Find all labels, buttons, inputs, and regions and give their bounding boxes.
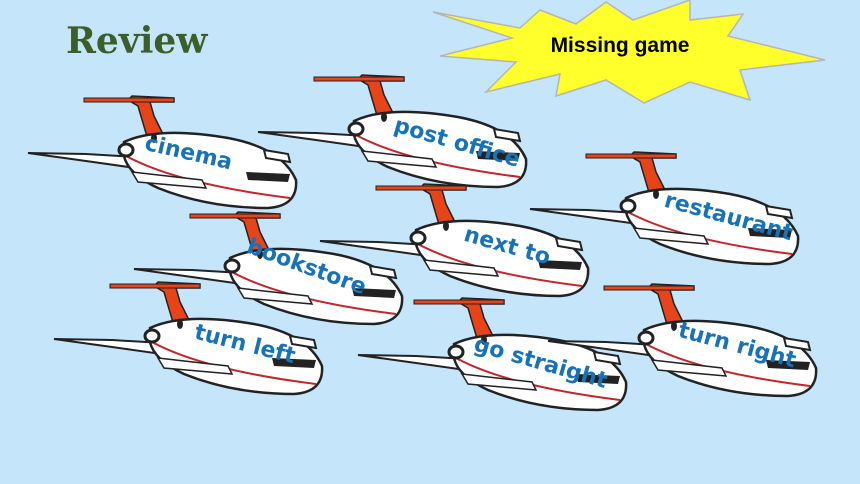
plane-go-straight[interactable]: go straight <box>357 297 658 438</box>
game-label: Missing game <box>550 34 690 57</box>
page-title: Review <box>66 20 208 62</box>
airplane-icon <box>257 74 528 189</box>
airplane-icon <box>529 151 800 266</box>
plane-turn-right[interactable]: turn right <box>547 283 848 424</box>
plane-turn-left[interactable]: turn left <box>53 281 354 422</box>
starburst-shape <box>432 0 826 104</box>
plane-cinema[interactable]: cinema <box>27 95 328 236</box>
airplane-icon <box>53 281 324 396</box>
airplane-icon <box>357 297 628 412</box>
airplane-icon <box>133 211 404 326</box>
airplane-icon <box>27 95 298 210</box>
plane-next-to[interactable]: next to <box>319 183 620 324</box>
airplane-icon <box>547 283 818 398</box>
plane-bookstore[interactable]: bookstore <box>133 211 434 352</box>
airplane-icon <box>319 183 590 298</box>
plane-post-office[interactable]: post office <box>257 74 558 215</box>
plane-restaurant[interactable]: restaurant <box>529 151 830 292</box>
